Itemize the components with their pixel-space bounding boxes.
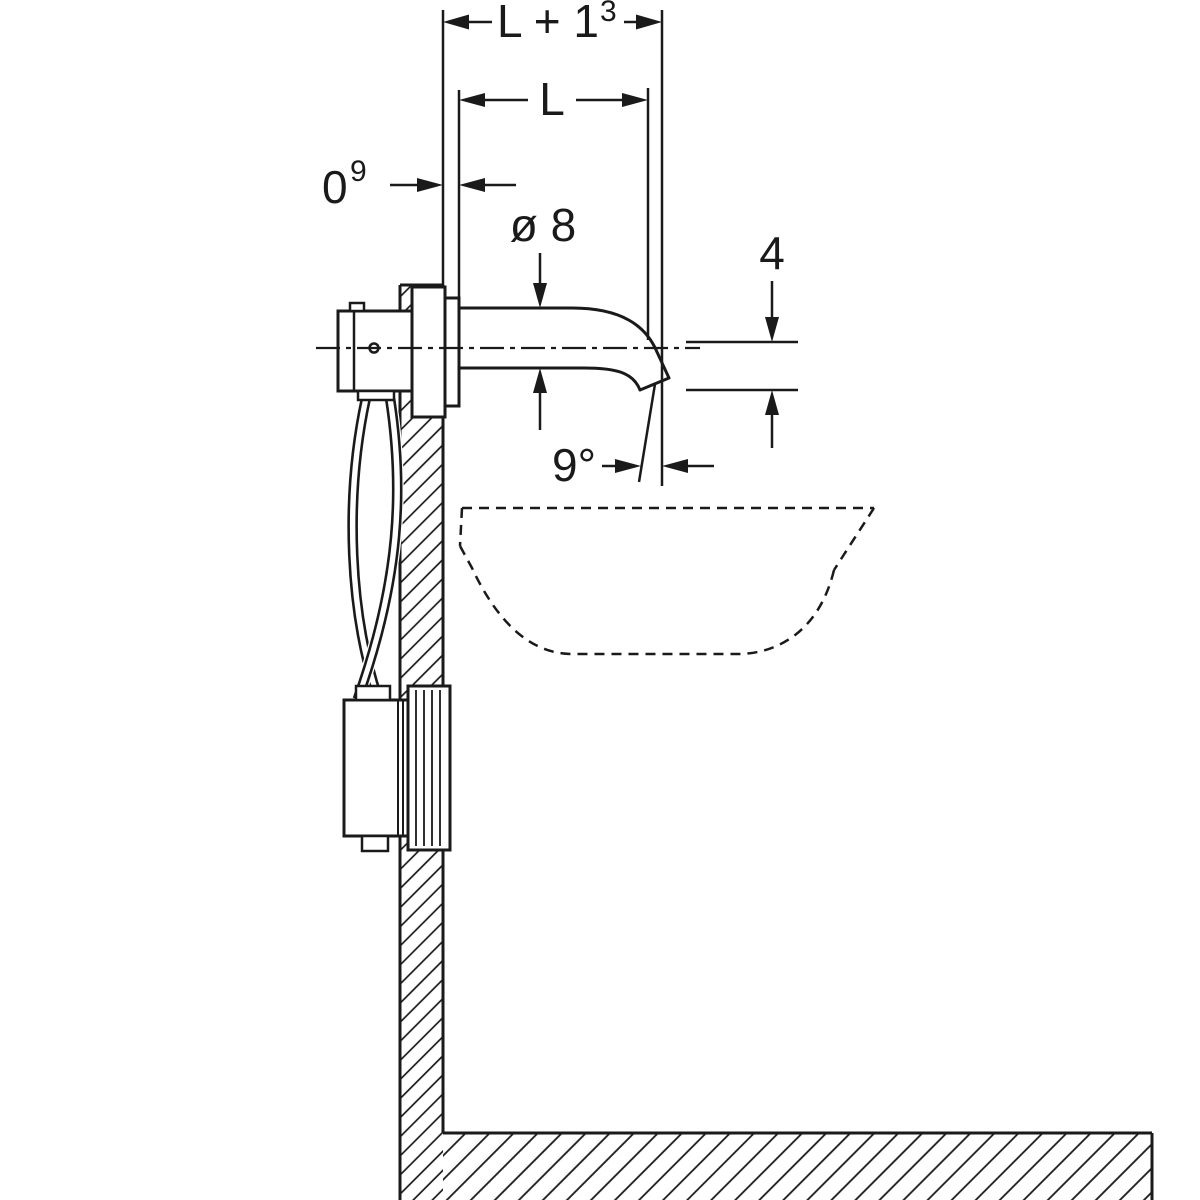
outlet-angle-line	[637, 383, 657, 483]
dimension-offset: 0 9	[322, 155, 516, 213]
mounting-plate	[410, 285, 447, 419]
arrow-left-icon	[459, 93, 485, 107]
dimension-l-plus-label: L + 1	[497, 0, 599, 47]
function-box-inner-wall	[397, 700, 404, 836]
hose-entry-stub	[354, 684, 392, 702]
arrow-down-icon	[533, 283, 547, 308]
arrow-up-icon	[765, 390, 779, 415]
faucet-assembly	[316, 285, 700, 419]
dimension-diameter: ø 8	[510, 199, 576, 430]
function-box-cover-ribs	[415, 690, 441, 846]
dimension-offset-label: 0	[322, 161, 348, 213]
washbasin-bowl	[458, 545, 836, 656]
escutcheon-plate	[443, 296, 461, 408]
arrow-right-icon	[615, 459, 641, 473]
arrow-down-icon	[765, 317, 779, 342]
floor-section	[443, 1131, 1154, 1200]
arrow-left-icon	[459, 178, 485, 192]
arrow-up-icon	[533, 368, 547, 393]
floor-hatch	[443, 1133, 1152, 1200]
dimension-l-plus-superscript: 3	[600, 0, 617, 28]
function-box-cover	[406, 684, 452, 852]
arrow-left-icon	[662, 459, 688, 473]
function-box-foot	[360, 834, 390, 853]
hose-right	[351, 397, 404, 701]
dimension-drop: 4	[759, 227, 785, 448]
washbasin-outline	[458, 506, 876, 656]
dimension-diameter-label: ø 8	[510, 199, 576, 251]
mixer-top-lug	[348, 301, 366, 313]
dimension-l-label: L	[539, 73, 565, 125]
mixer-hose-connector	[356, 389, 396, 402]
concealed-mixer-body	[336, 309, 414, 393]
arrow-right-icon	[417, 178, 443, 192]
extension-lines	[441, 10, 798, 486]
dimension-offset-superscript: 9	[350, 155, 367, 188]
function-box	[342, 684, 452, 853]
arrow-right-icon	[622, 93, 648, 107]
dimension-l-plus: L + 1 3	[443, 0, 662, 47]
dimension-l: L	[459, 73, 648, 125]
arrow-left-icon	[443, 14, 469, 30]
arrow-right-icon	[636, 14, 662, 30]
dimension-angle-label: 9°	[552, 439, 596, 491]
dimension-angle: 9°	[552, 439, 714, 491]
washbasin-right-slope	[832, 507, 876, 571]
washbasin-left-edge	[458, 507, 464, 547]
dimension-drop-label: 4	[759, 227, 785, 279]
supply-hoses	[346, 396, 404, 701]
